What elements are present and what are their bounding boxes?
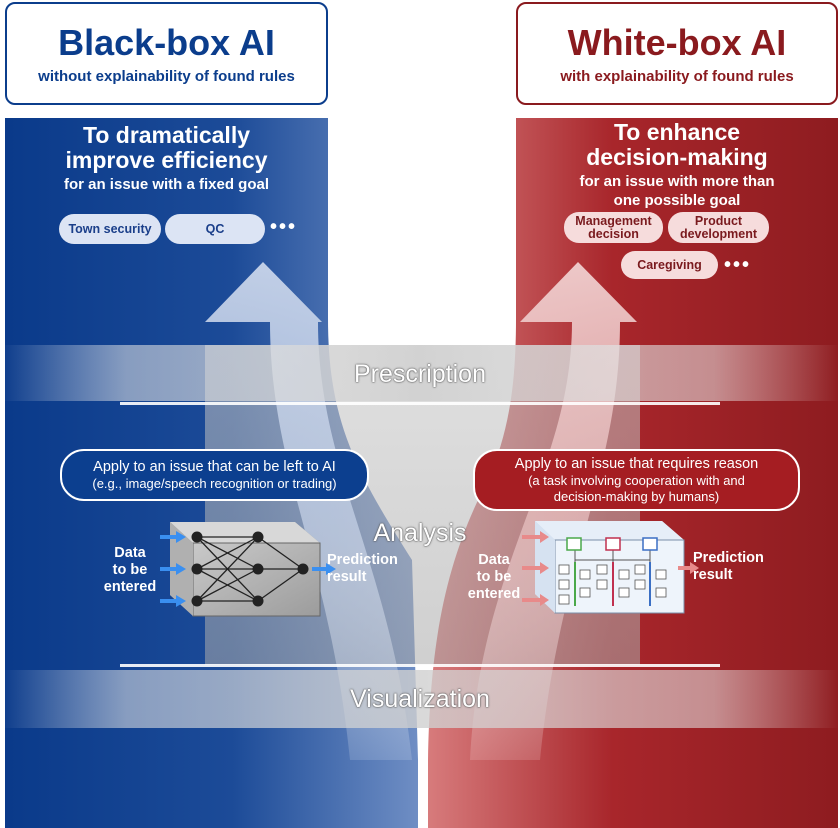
white-box-apply-box: Apply to an issue that requires reason (… <box>473 449 800 511</box>
white-box-title-box: White-box AI with explainability of foun… <box>516 2 838 105</box>
example-qc: QC <box>165 214 265 244</box>
white-box-goal-line2: decision-making <box>586 144 768 170</box>
black-box-goal-line2: improve efficiency <box>65 147 268 173</box>
white-box-goal-sub2: one possible goal <box>613 192 741 209</box>
black-box-apply-box: Apply to an issue that can be left to AI… <box>60 449 369 501</box>
example-town-security: Town security <box>59 214 161 244</box>
black-box-goal: To dramatically improve efficiency for a… <box>5 123 328 194</box>
black-box-title: Black-box AI <box>58 22 275 63</box>
white-box-apply-line3: decision-making by humans) <box>553 488 720 504</box>
white-box-more-dots: ••• <box>724 254 752 276</box>
white-box-input-label: Data to be entered <box>467 552 521 602</box>
example-caregiving: Caregiving <box>621 251 718 279</box>
visualization-band <box>0 670 840 728</box>
example-management-decision: Management decision <box>564 212 663 243</box>
white-box-goal-sub1: for an issue with more than <box>579 173 775 190</box>
black-box-goal-line1: To dramatically <box>82 122 251 148</box>
black-box-input-label: Data to be entered <box>103 545 157 595</box>
black-box-more-dots: ••• <box>270 216 298 238</box>
white-box-goal-line1: To enhance <box>613 119 741 145</box>
black-box-apply-line1: Apply to an issue that can be left to AI <box>93 458 336 475</box>
stage-analysis: Analysis <box>373 519 467 547</box>
white-box-apply-line2: (a task involving cooperation with and <box>528 472 745 488</box>
white-box-title: White-box AI <box>567 22 787 63</box>
white-box-apply-line1: Apply to an issue that requires reason <box>514 455 759 472</box>
white-box-goal: To enhance decision-making for an issue … <box>516 120 838 210</box>
explainable-model-box <box>522 521 699 614</box>
stage-prescription: Prescription <box>354 360 486 388</box>
black-box-apply-line2: (e.g., image/speech recognition or tradi… <box>92 475 337 491</box>
black-box-output-label: Prediction result <box>327 552 398 585</box>
black-box-goal-sub: for an issue with a fixed goal <box>63 176 270 193</box>
white-box-output-label: Prediction result <box>693 550 764 583</box>
prescription-band <box>0 345 840 401</box>
black-box-subtitle: without explainability of found rules <box>38 68 295 85</box>
black-box-up-arrow <box>205 262 412 760</box>
neural-network-box <box>160 522 336 617</box>
black-box-title-box: Black-box AI without explainability of f… <box>5 2 328 105</box>
stage-visualization: Visualization <box>350 685 490 713</box>
white-box-subtitle: with explainability of found rules <box>560 68 794 85</box>
example-product-development: Product development <box>668 212 769 243</box>
